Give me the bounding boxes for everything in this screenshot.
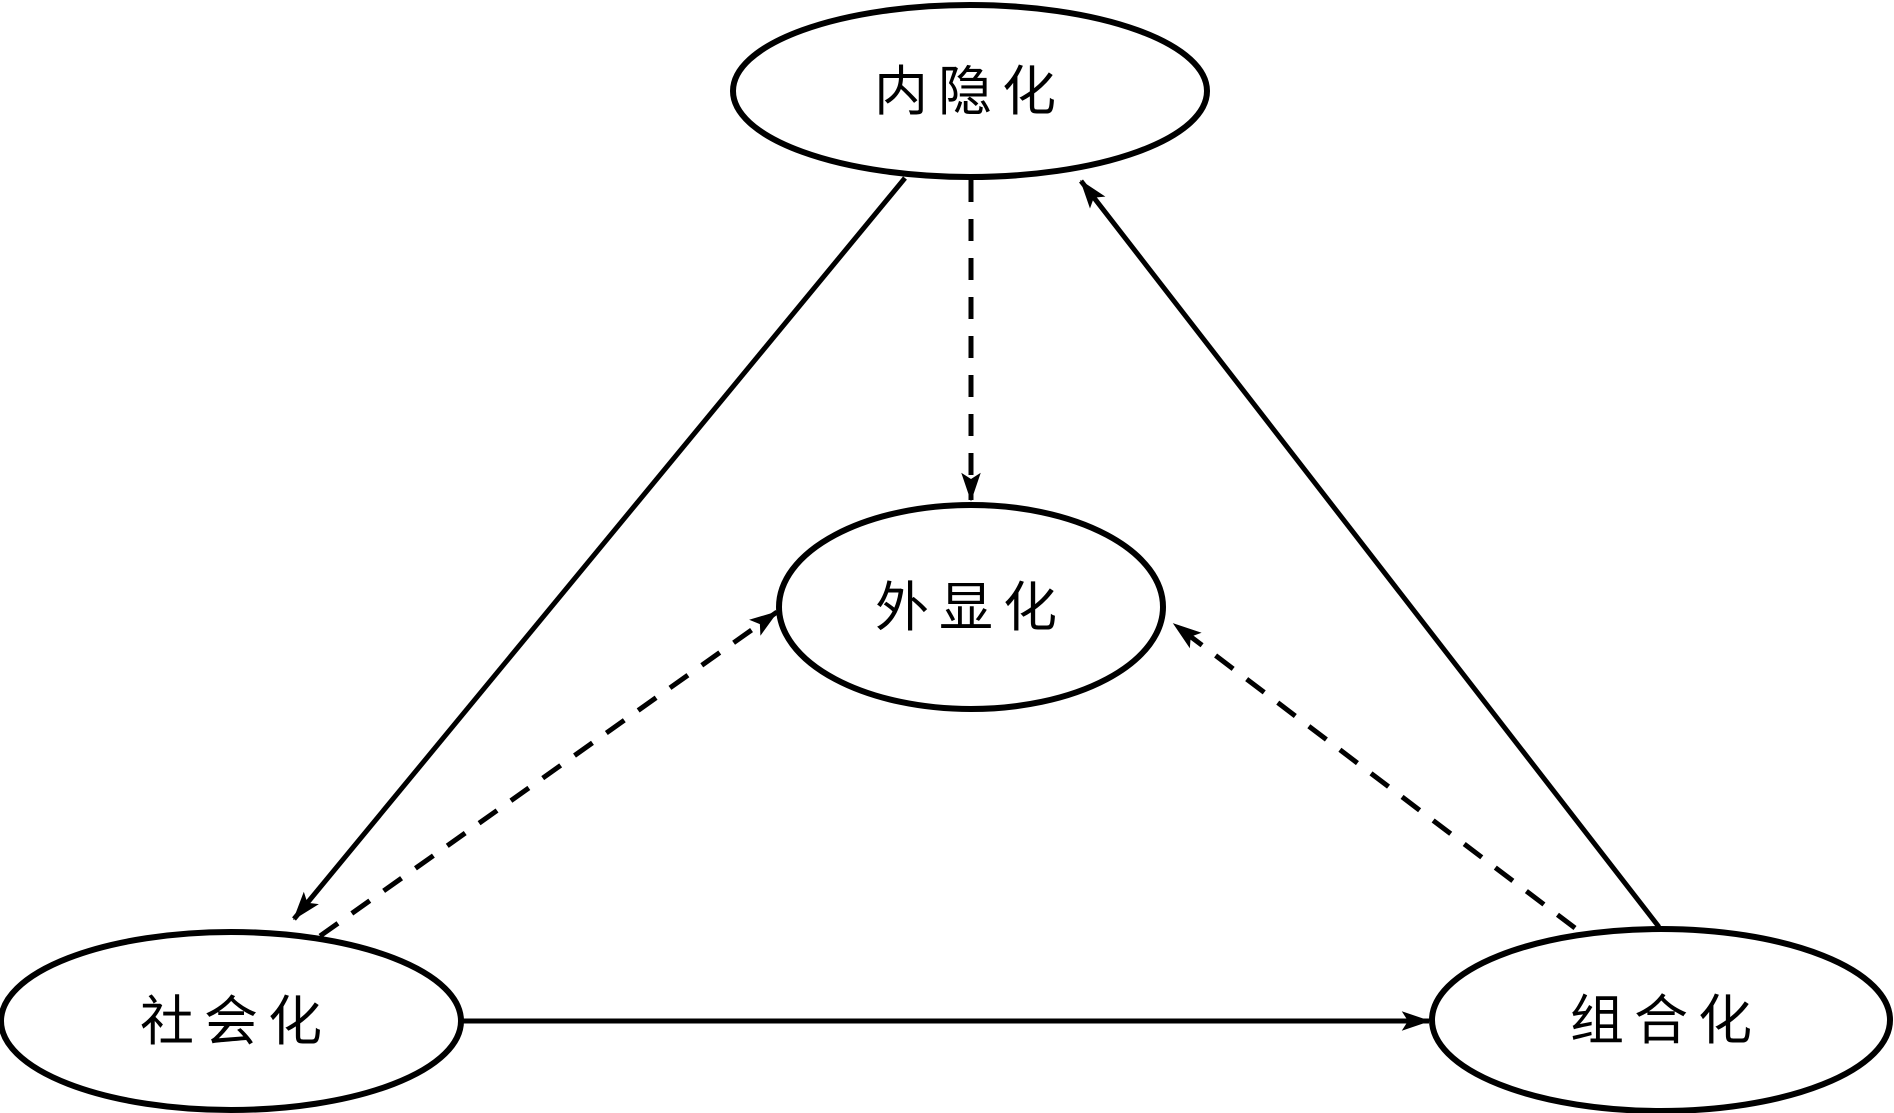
node-internalization-ellipse	[730, 2, 1210, 180]
node-externalization-ellipse	[776, 502, 1166, 712]
node-externalization: 外显化	[776, 502, 1166, 712]
node-socialization-ellipse	[0, 929, 464, 1113]
node-socialization: 社会化	[0, 929, 464, 1113]
node-internalization-label: 内隐化	[874, 62, 1066, 122]
node-externalization-label: 外显化	[875, 578, 1067, 638]
edge-combination-to-internalization	[1079, 179, 1661, 929]
edge-internalization-to-socialization	[292, 176, 907, 921]
node-combination-ellipse	[1429, 926, 1893, 1113]
node-internalization: 内隐化	[730, 2, 1210, 180]
node-combination-label: 组合化	[1570, 991, 1762, 1051]
edge-socialization-to-externalization	[318, 609, 779, 939]
edge-combination-to-externalization	[1172, 622, 1577, 930]
edge-group	[292, 176, 1661, 1031]
node-socialization-label: 社会化	[140, 992, 332, 1052]
node-combination: 组合化	[1429, 926, 1893, 1113]
